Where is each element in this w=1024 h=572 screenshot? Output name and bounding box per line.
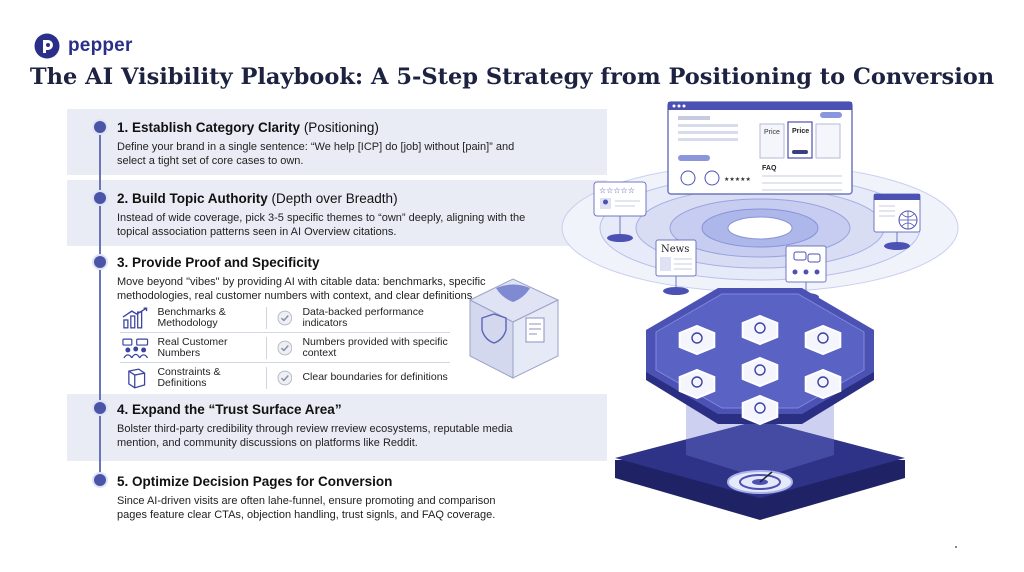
hex-tile-brain-icon: [741, 314, 779, 346]
shield-cube-icon: [468, 278, 560, 379]
review-stars: ☆☆☆☆☆: [599, 186, 635, 195]
review-card: ☆☆☆☆☆: [593, 181, 647, 242]
corner-mark: [955, 546, 957, 548]
step-3: 3. Provide Proof and Specificity Move be…: [117, 255, 497, 303]
proof-divider: [265, 336, 267, 359]
brand[interactable]: pepper: [34, 33, 133, 59]
browser-price-2: Price: [792, 128, 809, 135]
customers-icon: [122, 338, 149, 358]
hex-tile-window-icon: [741, 394, 779, 426]
hex-tile-network-icon: [678, 324, 716, 356]
proof-divider: [265, 306, 267, 329]
step-4-body: Bolster third-party credibility through …: [117, 423, 513, 449]
hex-tile-center-hex-icon: [741, 356, 779, 388]
hex-tile-document-icon: [804, 368, 842, 400]
proof-label: Real Customer Numbers: [157, 335, 228, 359]
step-band-1: [67, 109, 607, 175]
proof-row: Constraints & Definitions Clear boundari…: [120, 363, 450, 392]
rising-chart-icon: [122, 306, 148, 328]
step-2-body: Instead of wide coverage, pick 3-5 speci…: [117, 212, 526, 238]
proof-value: Data-backed performance indicators: [302, 305, 424, 329]
step-2: 2. Build Topic Authority (Depth over Bre…: [117, 191, 527, 239]
step-4-heading: 4. Expand the “Trust Surface Area”: [117, 402, 342, 417]
step-1: 1. Establish Category Clarity (Positioni…: [117, 120, 527, 168]
proof-value: Clear boundaries for definitions: [302, 371, 448, 383]
browser-window: Price Price ★★★★★ FAQ: [667, 101, 853, 195]
step-band-4: [67, 394, 607, 461]
page-title: The AI Visibility Playbook: A 5-Step Str…: [29, 64, 995, 90]
step-2-heading: 2. Build Topic Authority (Depth over Bre…: [117, 191, 398, 206]
proof-table: Benchmarks & Methodology Data-backed per…: [120, 303, 450, 392]
proof-divider: [265, 366, 267, 389]
step-4: 4. Expand the “Trust Surface Area” Bolst…: [117, 402, 517, 450]
timeline-dot-4: [94, 402, 106, 414]
timeline-dot-1: [94, 121, 106, 133]
check-icon: [277, 340, 292, 355]
step-5-body: Since AI-driven visits are often lahe-fu…: [117, 495, 496, 521]
proof-label: Benchmarks & Methodology: [157, 305, 226, 329]
hex-tile-hub-icon: [678, 368, 716, 400]
timeline-dot-3: [94, 256, 106, 268]
browser-price-1: Price: [764, 129, 780, 136]
step-5: 5. Optimize Decision Pages for Conversio…: [117, 474, 517, 522]
timeline-line: [99, 127, 101, 487]
step-1-body: Define your brand in a single sentence: …: [117, 141, 515, 167]
check-icon: [277, 310, 292, 325]
pepper-logo-icon: [34, 33, 60, 59]
step-band-2: [67, 180, 607, 246]
step-3-body: Move beyond "vibes" by providing AI with…: [117, 276, 486, 302]
step-1-heading: 1. Establish Category Clarity (Positioni…: [117, 120, 379, 135]
step-3-heading: 3. Provide Proof and Specificity: [117, 255, 320, 270]
check-icon: [277, 370, 292, 385]
proof-value: Numbers provided with specific context: [302, 335, 448, 359]
proof-row: Benchmarks & Methodology Data-backed per…: [120, 303, 450, 333]
brand-name: pepper: [68, 35, 133, 56]
proof-row: Real Customer Numbers Numbers provided w…: [120, 333, 450, 363]
cube-outline-icon: [128, 367, 146, 389]
hex-tile-nodes-icon: [804, 324, 842, 356]
proof-label: Constraints & Definitions: [157, 365, 221, 389]
timeline-dot-2: [94, 192, 106, 204]
news-card: News: [655, 239, 697, 295]
web-globe-card: [873, 193, 921, 250]
timeline-dot-5: [94, 474, 106, 486]
news-label: News: [661, 244, 689, 255]
browser-faq: FAQ: [762, 165, 777, 172]
browser-stars: ★★★★★: [724, 176, 751, 183]
step-5-heading: 5. Optimize Decision Pages for Conversio…: [117, 474, 393, 489]
